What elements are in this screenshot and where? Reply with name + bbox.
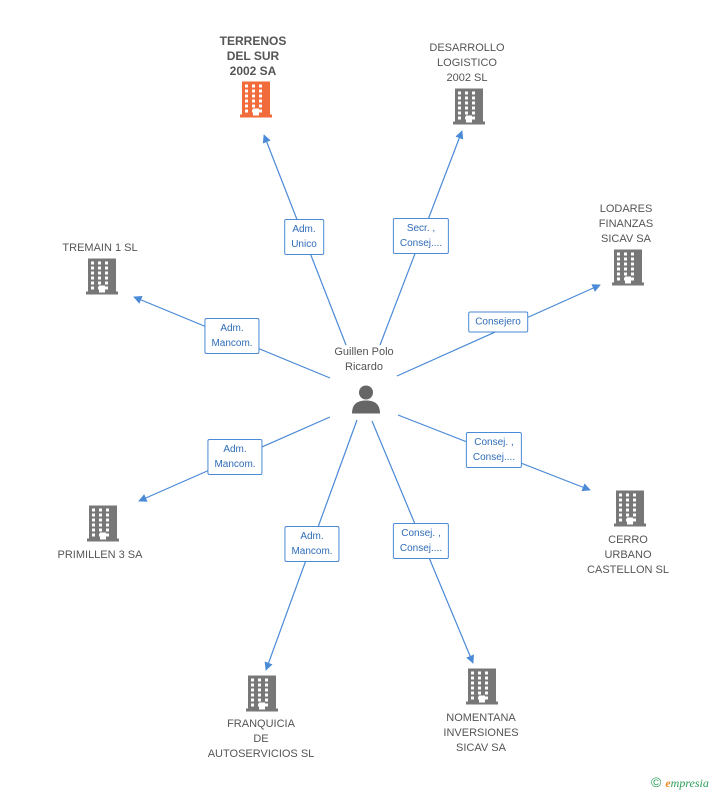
center-person-name[interactable]: Guillen Polo Ricardo (334, 346, 394, 373)
brand-logo: empresia (665, 776, 709, 790)
company-node-cerro[interactable]: CERRO URBANO CASTELLON SL (587, 533, 669, 578)
copyright-icon: © (651, 774, 662, 790)
company-name[interactable]: TREMAIN 1 SL (62, 242, 138, 254)
building-icon[interactable] (453, 88, 485, 130)
company-name[interactable]: LODARES FINANZAS SICAV SA (598, 203, 654, 245)
person-icon[interactable] (351, 384, 381, 419)
building-icon[interactable] (246, 675, 278, 717)
building-icon[interactable] (87, 505, 119, 547)
edge-label-primillen[interactable]: Adm. Mancom. (207, 439, 263, 475)
edge-label-cerro[interactable]: Consej. , Consej.... (465, 432, 523, 468)
company-name[interactable]: FRANQUICIA DE AUTOSERVICIOS SL (207, 718, 315, 760)
company-node-terrenos[interactable]: TERRENOS DEL SUR 2002 SA (220, 34, 287, 79)
building-icon[interactable] (614, 490, 646, 532)
company-name[interactable]: DESARROLLO LOGISTICO 2002 SL (429, 42, 505, 84)
company-node-desarrollo[interactable]: DESARROLLO LOGISTICO 2002 SL (429, 41, 504, 86)
edge-label-terrenos[interactable]: Adm. Unico (284, 219, 324, 255)
company-name[interactable]: TERRENOS DEL SUR 2002 SA (219, 34, 287, 78)
edge-label-franquicia[interactable]: Adm. Mancom. (284, 526, 340, 562)
edge-label-desarrollo[interactable]: Secr. , Consej.... (392, 218, 450, 254)
company-name[interactable]: PRIMILLEN 3 SA (57, 549, 143, 561)
footer-brand: ©empresia (651, 774, 709, 791)
company-node-tremain[interactable]: TREMAIN 1 SL (62, 241, 137, 256)
company-name[interactable]: NOMENTANA INVERSIONES SICAV SA (443, 712, 519, 754)
company-node-lodares[interactable]: LODARES FINANZAS SICAV SA (599, 202, 653, 247)
company-node-nomentana[interactable]: NOMENTANA INVERSIONES SICAV SA (443, 711, 518, 756)
company-node-primillen[interactable]: PRIMILLEN 3 SA (58, 548, 143, 563)
building-icon[interactable] (466, 668, 498, 710)
edge-label-tremain[interactable]: Adm. Mancom. (204, 318, 260, 354)
company-name[interactable]: CERRO URBANO CASTELLON SL (587, 534, 669, 576)
edge-label-lodares[interactable]: Consejero (468, 311, 528, 333)
center-person-node[interactable]: Guillen Polo Ricardo (334, 345, 393, 375)
company-node-franquicia[interactable]: FRANQUICIA DE AUTOSERVICIOS SL (208, 717, 315, 762)
building-icon[interactable] (240, 81, 272, 123)
edge-label-nomentana[interactable]: Consej. , Consej.... (392, 523, 450, 559)
building-icon[interactable] (86, 258, 118, 300)
building-icon[interactable] (612, 249, 644, 291)
